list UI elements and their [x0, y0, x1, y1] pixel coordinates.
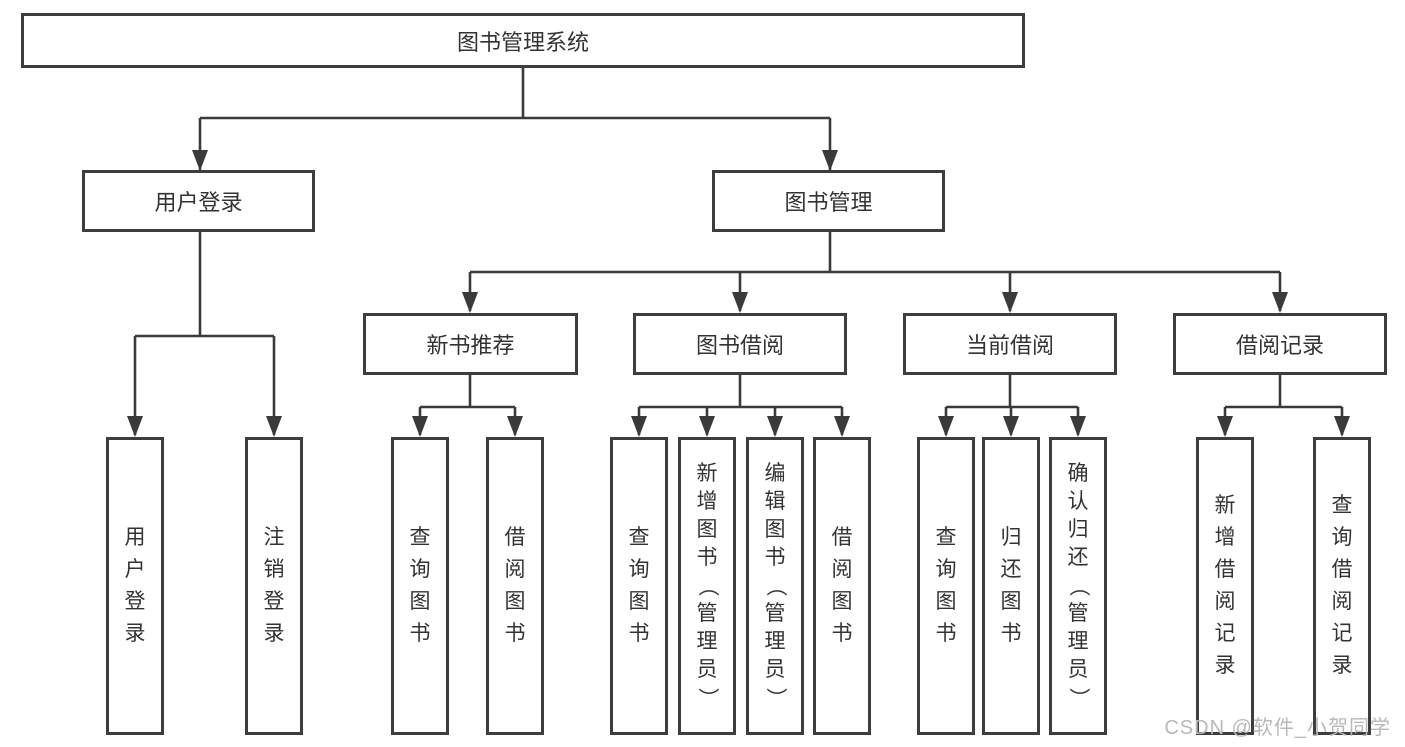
node-current-borrowing: 当前借阅 — [903, 313, 1117, 375]
leaf-bb-query-books: 查询图书 — [610, 437, 668, 735]
leaf-bb-edit-books-admin: 编辑图书（管理员） — [746, 437, 804, 735]
leaf-nbr-query-books: 查询图书 — [391, 437, 449, 735]
node-borrowing-records: 借阅记录 — [1173, 313, 1387, 375]
leaf-br-add-record: 新增借阅记录 — [1196, 437, 1254, 735]
node-label: 当前借阅 — [965, 333, 1054, 358]
leaf-bb-borrow-books: 借阅图书 — [813, 437, 871, 735]
node-book-borrowing: 图书借阅 — [633, 313, 847, 375]
node-label: 图书管理系统 — [456, 29, 589, 55]
node-label: 图书借阅 — [695, 333, 784, 358]
leaf-bb-add-books-admin: 新增图书（管理员） — [678, 437, 736, 735]
leaf-cb-confirm-return-admin: 确认归还（管理员） — [1049, 437, 1107, 735]
node-label: 用户登录 — [154, 190, 243, 215]
node-user-login: 用户登录 — [82, 170, 315, 232]
leaf-br-query-record: 查询借阅记录 — [1313, 437, 1371, 735]
leaf-cb-query-books: 查询图书 — [917, 437, 975, 735]
node-new-book-recommendation: 新书推荐 — [363, 313, 578, 375]
node-label: 新书推荐 — [426, 333, 515, 358]
node-library-management-system: 图书管理系统 — [21, 13, 1025, 68]
node-label: 图书管理 — [784, 190, 873, 215]
tree-edges — [133, 68, 1344, 435]
leaf-logout: 注销登录 — [245, 437, 303, 735]
arrowhead-icons — [127, 150, 1350, 437]
node-label: 借阅记录 — [1235, 333, 1324, 358]
leaf-user-login: 用户登录 — [106, 437, 164, 735]
csdn-watermark: CSDN @软件_小贺同学 — [1164, 717, 1391, 739]
leaf-cb-return-books: 归还图书 — [982, 437, 1040, 735]
leaf-nbr-borrow-books: 借阅图书 — [486, 437, 544, 735]
node-book-management: 图书管理 — [712, 170, 945, 232]
